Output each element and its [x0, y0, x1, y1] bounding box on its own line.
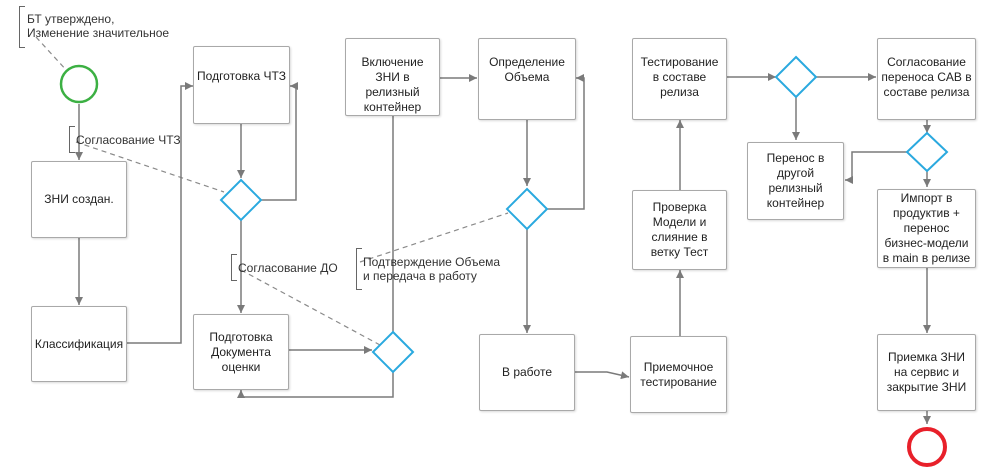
- gateway-volume[interactable]: [505, 187, 549, 231]
- task-test-release[interactable]: Тестирование в составе релиза: [632, 38, 727, 120]
- task-move-container[interactable]: Перенос в другой релизный контейнер: [747, 142, 844, 220]
- task-prepare-doc[interactable]: Подготовка Документа оценки: [193, 314, 289, 390]
- task-acceptance-test[interactable]: Приемочное тестирование: [630, 336, 727, 413]
- annotation-approve-chtz: Согласование ЧТЗ: [76, 133, 181, 147]
- task-import-prod[interactable]: Импорт в продуктив + перенос бизнес-моде…: [877, 189, 976, 268]
- annotation-bracket-chtz: [69, 126, 75, 153]
- flow-class-to-chtz: [127, 82, 193, 344]
- annotation-bracket-bt: [19, 6, 25, 48]
- annotation-bt-line2: Изменение значительное: [27, 26, 170, 40]
- gateway-cab[interactable]: [905, 131, 949, 173]
- annotation-confirm: Подтверждение Объема и передача в работу: [363, 255, 500, 283]
- task-prepare-chtz[interactable]: Подготовка ЧТЗ: [193, 46, 290, 124]
- flow-gw5-to-move: [845, 151, 908, 184]
- task-approve-cab[interactable]: Согласование переноса CAB в составе рели…: [877, 38, 976, 120]
- association-chtz: [75, 141, 225, 193]
- annotation-confirm-line2: и передача в работу: [363, 269, 477, 283]
- task-in-work[interactable]: В работе: [479, 334, 575, 411]
- flow-gw2-loop: [237, 368, 394, 398]
- association-confirm: [359, 212, 509, 263]
- association-bt: [35, 36, 69, 73]
- gateway-chtz[interactable]: [219, 178, 263, 222]
- annotation-confirm-line1: Подтверждение Объема: [363, 255, 501, 269]
- annotation-bt-line1: БТ утверждено,: [27, 12, 115, 26]
- end-event[interactable]: [907, 427, 947, 467]
- task-zni-created[interactable]: ЗНИ создан.: [31, 161, 127, 238]
- annotation-bracket-confirm: [356, 248, 362, 290]
- flow-gw3-loop: [546, 74, 585, 210]
- gateway-release-test[interactable]: [774, 55, 818, 99]
- gateway-do[interactable]: [371, 330, 415, 374]
- start-event[interactable]: [59, 64, 99, 104]
- task-accept-close[interactable]: Приемка ЗНИ на сервис и закрытие ЗНИ: [877, 334, 976, 411]
- flow-gw1-loop: [258, 82, 298, 201]
- task-define-volume[interactable]: Определение Объема: [478, 38, 576, 120]
- annotation-bt: БТ утверждено, Изменение значительное: [27, 12, 169, 40]
- flow-inwork-to-accept: [575, 371, 630, 380]
- task-include-zni[interactable]: Включение ЗНИ в релизный контейнер: [345, 38, 440, 116]
- task-check-model[interactable]: Проверка Модели и слияние в ветку Тест: [632, 190, 727, 270]
- task-classification[interactable]: Классификация: [31, 306, 127, 382]
- annotation-bracket-do: [231, 254, 237, 281]
- annotation-approve-do: Согласование ДО: [238, 261, 338, 275]
